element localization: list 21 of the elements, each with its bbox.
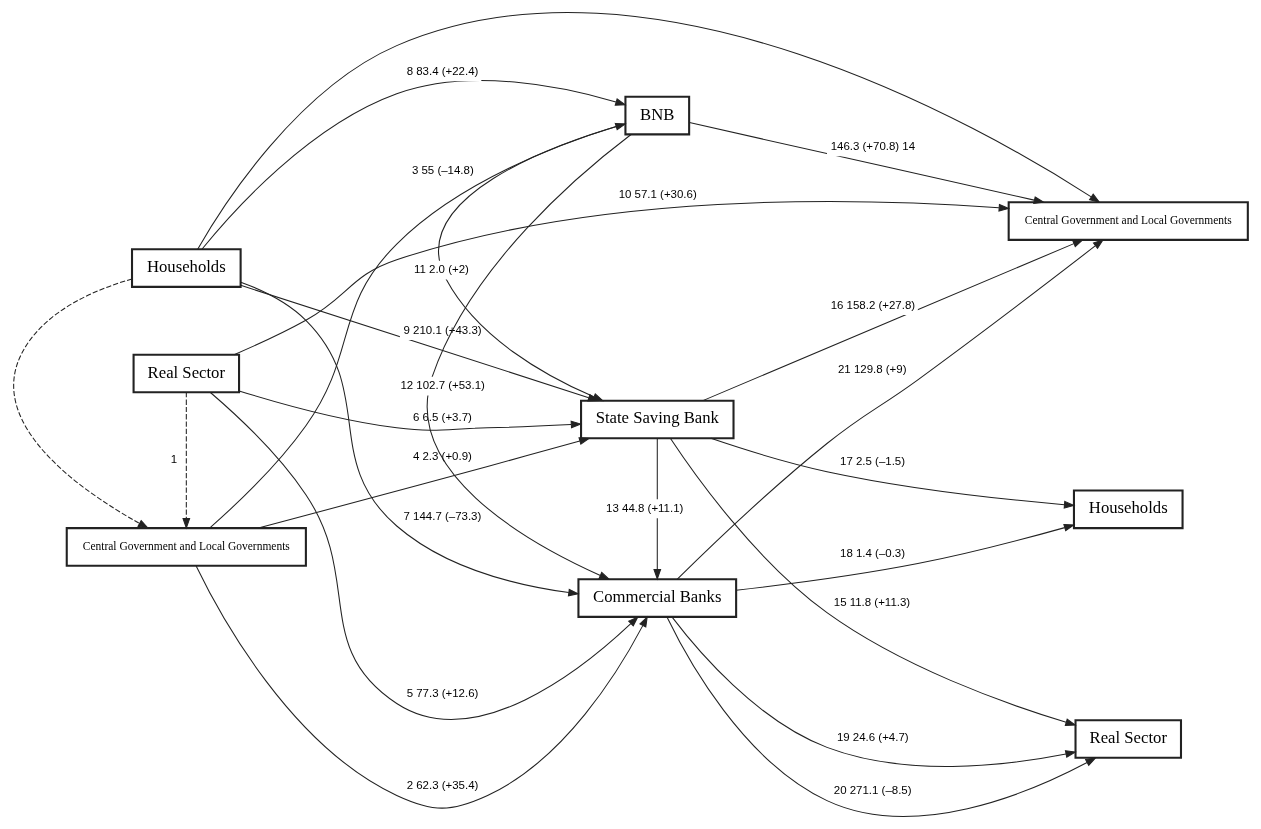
edge-label: 9 210.1 (+43.3) (403, 323, 482, 336)
edge-label: 20 271.1 (–8.5) (833, 784, 912, 797)
edge-label: 6 6.5 (+3.7) (412, 411, 472, 424)
edge-label: 8 83.4 (+22.4) (406, 64, 479, 77)
edge-label: 2 62.3 (+35.4) (406, 778, 479, 791)
edge-label: 21 129.8 (+9) (837, 363, 907, 376)
edge-label: 1 (170, 453, 178, 466)
edge-label: 13 44.8 (+11.1) (606, 501, 684, 514)
edge-label: 10 57.1 (+30.6) (618, 187, 697, 200)
edge-label: 19 24.6 (+4.7) (836, 730, 909, 743)
edge-label: 3 55 (–14.8) (411, 163, 474, 176)
edge-label: 18 1.4 (–0.3) (840, 547, 906, 560)
edge-label: 12 102.7 (+53.1) (400, 378, 485, 391)
edge-label: 7 144.7 (–73.3) (403, 509, 482, 522)
edge-label: 15 11.8 (+11.3) (833, 596, 911, 609)
edge-label: 11 2.0 (+2) (413, 263, 469, 276)
edge-label: 16 158.2 (+27.8) (830, 298, 916, 311)
edge-label: 5 77.3 (+12.6) (406, 687, 479, 700)
edge-label: 4 2.3 (+0.9) (412, 450, 472, 462)
edge-label: 17 2.5 (–1.5) (840, 455, 906, 468)
edge-label: 146.3 (+70.8) 14 (830, 139, 916, 152)
